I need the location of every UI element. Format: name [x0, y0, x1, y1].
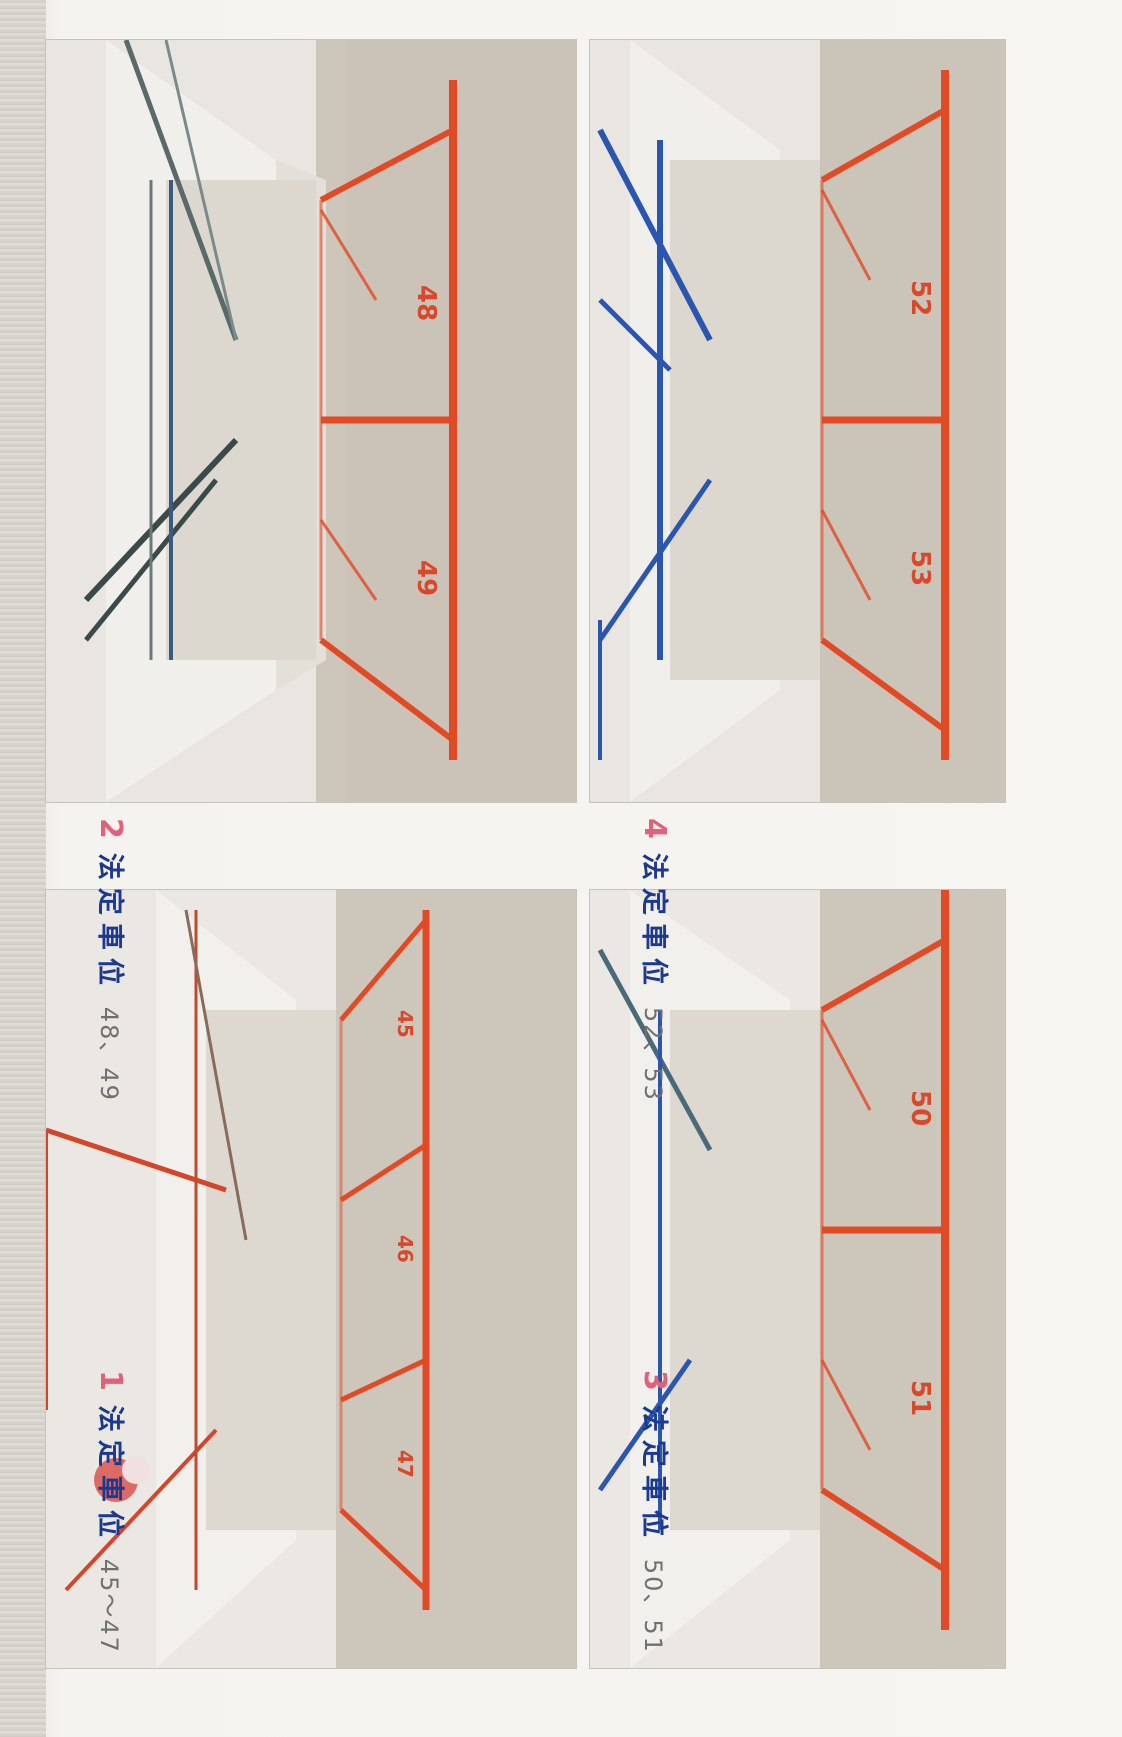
caption-photo-4: 4 法定車位 52、53 — [637, 818, 676, 1102]
parking-photo-2: 48 49 — [46, 40, 576, 802]
caption-label: 法定車位 — [638, 852, 669, 993]
slot-number: 48 — [411, 285, 441, 321]
caption-range: 45～47 — [95, 1558, 123, 1654]
parking-photo-3: 50 51 — [590, 890, 1005, 1668]
caption-range: 48、49 — [95, 1006, 123, 1102]
slot-number: 51 — [905, 1380, 935, 1416]
caption-range: 50、51 — [639, 1558, 667, 1654]
slot-number: 52 — [905, 280, 935, 316]
slot-number: 45 — [393, 1010, 417, 1038]
caption-photo-3: 3 法定車位 50、51 — [637, 1370, 676, 1654]
slot-number: 46 — [393, 1235, 417, 1263]
caption-photo-2: 2 法定車位 48、49 — [93, 818, 132, 1102]
caption-label: 法定車位 — [638, 1404, 669, 1545]
caption-number: 1 — [93, 1370, 128, 1391]
slot-number: 47 — [393, 1450, 417, 1478]
slot-number: 53 — [905, 550, 935, 586]
caption-number: 2 — [93, 818, 128, 839]
slot-number: 49 — [411, 560, 441, 596]
slot-number: 50 — [905, 1090, 935, 1126]
caption-number: 4 — [637, 818, 672, 839]
parking-photo-4: 52 53 — [590, 40, 1005, 802]
parking-photo-1: 45 46 47 — [46, 890, 576, 1668]
caption-range: 52、53 — [639, 1006, 667, 1102]
caption-photo-1: 1 法定車位 45～47 — [93, 1370, 132, 1654]
caption-label: 法定車位 — [94, 1404, 125, 1545]
binding-edge — [0, 0, 46, 1737]
caption-number: 3 — [637, 1370, 672, 1391]
caption-label: 法定車位 — [94, 852, 125, 993]
